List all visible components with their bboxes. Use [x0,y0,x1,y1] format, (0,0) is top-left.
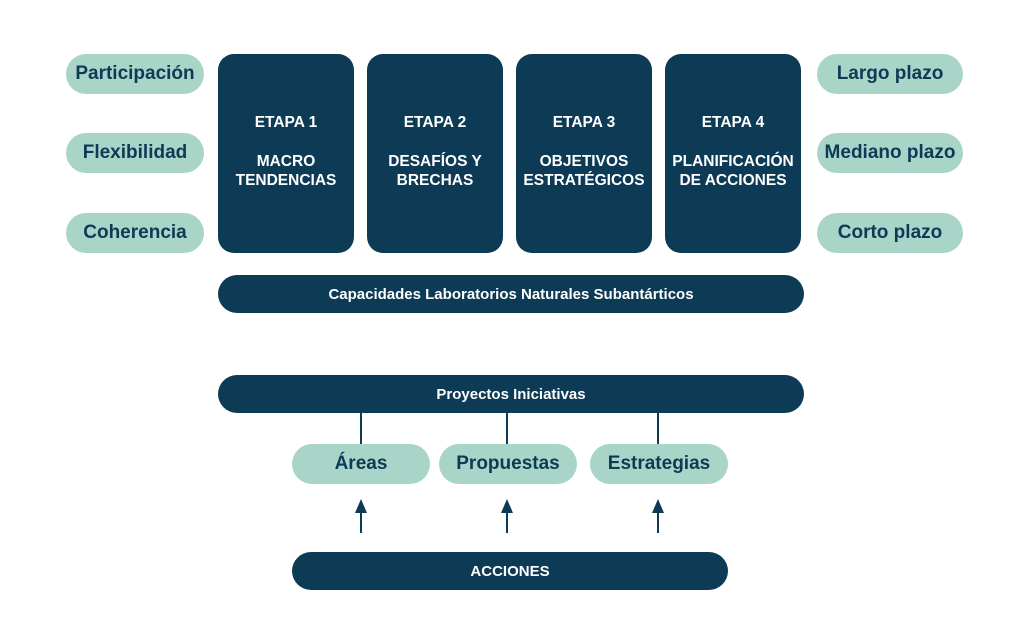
stage-number: ETAPA 4 [701,114,765,131]
stage-title: PLANIFICACIÓN DE ACCIONES [672,153,794,189]
capacities-bar: Capacidades Laboratorios Naturales Suban… [218,275,804,313]
item-propuestas: Propuestas [439,444,577,484]
stage-number: ETAPA 2 [403,114,467,131]
arrow-up-icon [501,499,513,513]
stage-1: ETAPA 1 MACRO TENDENCIAS [218,54,354,253]
arrow-up-icon [355,499,367,513]
stage-title: DESAFÍOS Y BRECHAS [388,153,482,189]
stage-number: ETAPA 1 [254,114,318,131]
horizon-largo-plazo: Largo plazo [817,54,963,94]
horizon-mediano-plazo: Mediano plazo [817,133,963,173]
actions-bar: ACCIONES [292,552,728,590]
principle-participacion: Participación [66,54,204,94]
projects-bar: Proyectos Iniciativas [218,375,804,413]
item-estrategias: Estrategias [590,444,728,484]
arrow-up-icon [652,499,664,513]
stage-4: ETAPA 4 PLANIFICACIÓN DE ACCIONES [665,54,801,253]
principle-coherencia: Coherencia [66,213,204,253]
stage-title: MACRO TENDENCIAS [235,153,337,189]
stage-3: ETAPA 3 OBJETIVOS ESTRATÉGICOS [516,54,652,253]
item-areas: Áreas [292,444,430,484]
horizon-corto-plazo: Corto plazo [817,213,963,253]
stage-title: OBJETIVOS ESTRATÉGICOS [523,153,645,189]
stage-2: ETAPA 2 DESAFÍOS Y BRECHAS [367,54,503,253]
principle-flexibilidad: Flexibilidad [66,133,204,173]
stage-number: ETAPA 3 [552,114,616,131]
